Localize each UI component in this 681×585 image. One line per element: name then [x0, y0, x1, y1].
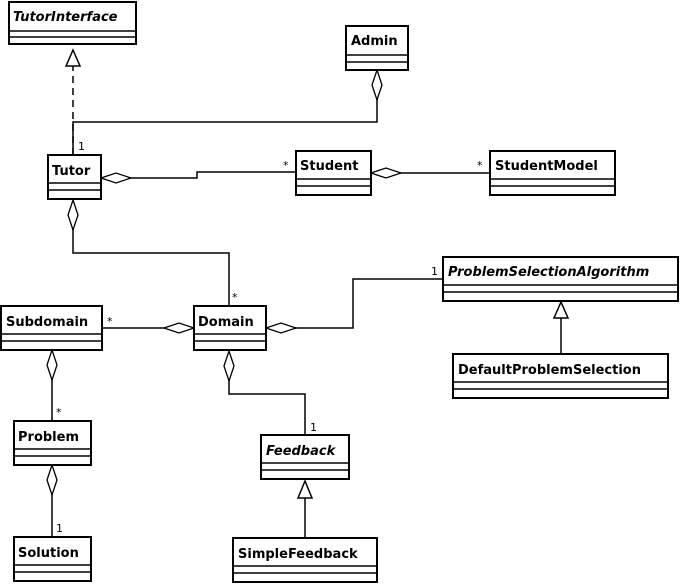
edge-subdomain-aggregates-problem	[46, 347, 58, 421]
class-name: Feedback	[266, 444, 337, 459]
class-feedback[interactable]: Feedback	[260, 434, 350, 480]
class-name: ProblemSelectionAlgorithm	[448, 265, 649, 280]
edge-student-aggregates-studentmodel	[368, 167, 490, 179]
multiplicity-admin-tutor: 1	[78, 140, 85, 153]
class-name: Problem	[18, 430, 79, 445]
class-solution[interactable]: Solution	[13, 536, 92, 582]
edge-domain-aggregates-subdomain	[102, 322, 197, 334]
edge-tutor-aggregates-domain	[67, 197, 230, 306]
edge-problem-aggregates-solution	[46, 462, 58, 537]
edge-tutor-aggregates-student	[98, 171, 296, 184]
class-admin[interactable]: Admin	[345, 25, 409, 71]
class-name: StudentModel	[495, 159, 598, 174]
aggregation-diamond	[46, 462, 58, 498]
aggregation-diamond	[371, 67, 383, 103]
multiplicity-problem-solution: 1	[56, 522, 63, 535]
realization-arrowhead	[64, 48, 82, 67]
multiplicity-domain-subdomain: *	[107, 315, 113, 328]
generalization-arrowhead	[296, 479, 314, 499]
class-name: Tutor	[52, 164, 91, 179]
class-problem-selection-algorithm[interactable]: ProblemSelectionAlgorithm	[442, 256, 679, 302]
multiplicity-domain-psa: 1	[431, 265, 438, 278]
aggregation-diamond	[46, 347, 58, 383]
class-name: DefaultProblemSelection	[458, 363, 641, 378]
edge-domain-aggregates-feedback	[223, 348, 306, 435]
class-name: Admin	[351, 34, 398, 49]
class-default-problem-selection[interactable]: DefaultProblemSelection	[452, 353, 669, 399]
aggregation-diamond	[67, 197, 79, 233]
multiplicity-tutor-domain: *	[232, 291, 238, 304]
multiplicity-tutor-student: *	[283, 159, 289, 172]
class-name: SimpleFeedback	[238, 547, 358, 562]
edge-simplefeedback-extends-feedback	[296, 479, 314, 538]
multiplicity-student-studentmodel: *	[477, 159, 483, 172]
aggregation-diamond	[98, 172, 134, 184]
class-name: TutorInterface	[13, 10, 118, 25]
class-subdomain[interactable]: Subdomain	[0, 305, 103, 351]
class-name: Domain	[198, 315, 254, 330]
edge-domain-aggregates-psa	[263, 278, 443, 334]
aggregation-diamond	[368, 167, 404, 179]
class-name: Student	[300, 159, 358, 174]
edge-admin-aggregates-tutor	[72, 67, 383, 155]
class-name: Solution	[18, 546, 79, 561]
class-tutor-interface[interactable]: TutorInterface	[8, 1, 137, 45]
multiplicity-subdomain-problem: *	[56, 406, 62, 419]
class-simple-feedback[interactable]: SimpleFeedback	[232, 537, 378, 583]
class-tutor[interactable]: Tutor	[47, 154, 102, 200]
aggregation-diamond	[223, 348, 235, 384]
multiplicity-domain-feedback: 1	[310, 421, 317, 434]
class-name: Subdomain	[6, 315, 88, 330]
aggregation-diamond	[263, 322, 299, 334]
class-domain[interactable]: Domain	[193, 305, 267, 351]
class-problem[interactable]: Problem	[13, 420, 92, 466]
generalization-arrowhead	[552, 300, 570, 319]
aggregation-diamond	[161, 322, 197, 334]
class-student-model[interactable]: StudentModel	[489, 150, 616, 196]
edge-defaultproblemselection-extends-psa	[552, 300, 570, 354]
class-student[interactable]: Student	[295, 150, 372, 196]
